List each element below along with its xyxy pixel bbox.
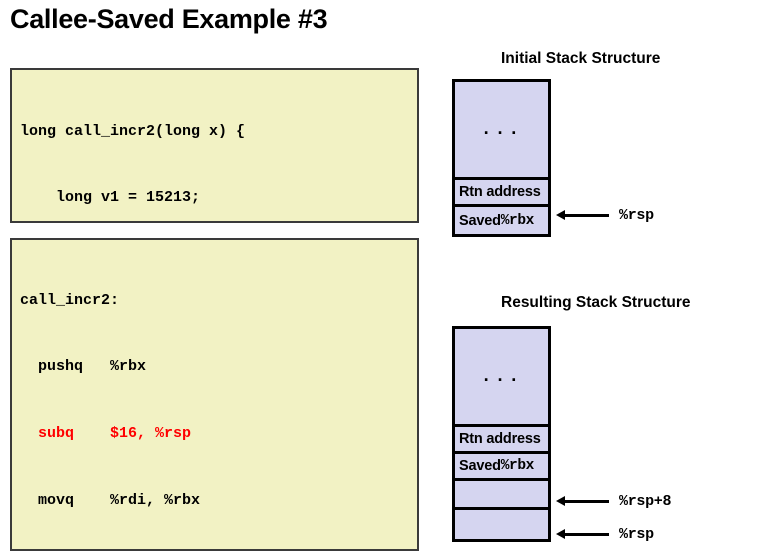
- stack-cell-label: Rtn address: [459, 431, 541, 447]
- stack-cell-register: %rbx: [500, 458, 535, 474]
- resulting-stack-diagram: ... Rtn address Saved %rbx: [452, 326, 551, 542]
- initial-stack-diagram: ... Rtn address Saved %rbx: [452, 79, 551, 237]
- stack-cell-register: %rbx: [500, 212, 535, 229]
- pointer-label: %rsp: [619, 206, 654, 224]
- arrow-shaft: [564, 213, 609, 217]
- stack-cell-saved-rbx: Saved %rbx: [455, 207, 548, 234]
- assembly-code-box: call_incr2: pushq %rbx subq $16, %rsp mo…: [10, 238, 419, 551]
- stack-cell-label: ...: [480, 366, 523, 387]
- c-code-line: long call_incr2(long x) {: [20, 122, 246, 140]
- asm-code-line: movq %rdi, %rbx: [20, 492, 201, 510]
- stack-cell-empty-upper: [455, 481, 548, 510]
- c-source-code-box: long call_incr2(long x) { long v1 = 1521…: [10, 68, 419, 223]
- arrow-shaft: [564, 499, 609, 503]
- initial-stack-title: Initial Stack Structure: [501, 50, 661, 67]
- stack-cell-label: Rtn address: [459, 184, 541, 200]
- resulting-stack-title: Resulting Stack Structure: [501, 294, 691, 311]
- asm-code-line: call_incr2:: [20, 291, 120, 309]
- asm-code-line: pushq %rbx: [20, 358, 147, 376]
- arrow-left-icon: [556, 210, 565, 220]
- stack-cell-ellipsis: ...: [455, 82, 548, 180]
- arrow-left-icon: [556, 529, 565, 539]
- initial-stack-frame: ... Rtn address Saved %rbx: [452, 79, 551, 237]
- resulting-rsp-plus-8-pointer: %rsp+8: [556, 492, 672, 510]
- pointer-label: %rsp: [619, 525, 654, 543]
- stack-cell-empty-lower: [455, 510, 548, 539]
- asm-code-line-highlighted: subq $16, %rsp: [20, 425, 192, 443]
- pointer-label: %rsp+8: [619, 492, 672, 510]
- arrow-left-icon: [556, 496, 565, 506]
- c-code-line: long v1 = 15213;: [20, 189, 201, 207]
- stack-cell-label: Saved: [459, 212, 501, 229]
- resulting-stack-frame: ... Rtn address Saved %rbx: [452, 326, 551, 542]
- stack-cell-saved-rbx: Saved %rbx: [455, 454, 548, 481]
- stack-cell-rtn-address: Rtn address: [455, 427, 548, 454]
- stack-cell-label: ...: [480, 119, 523, 140]
- stack-cell-ellipsis: ...: [455, 329, 548, 427]
- resulting-rsp-pointer: %rsp: [556, 525, 654, 543]
- page-title: Callee-Saved Example #3: [10, 4, 328, 34]
- stack-cell-label: Saved: [459, 458, 501, 474]
- initial-rsp-pointer: %rsp: [556, 206, 654, 224]
- arrow-shaft: [564, 532, 609, 536]
- stack-cell-rtn-address: Rtn address: [455, 180, 548, 207]
